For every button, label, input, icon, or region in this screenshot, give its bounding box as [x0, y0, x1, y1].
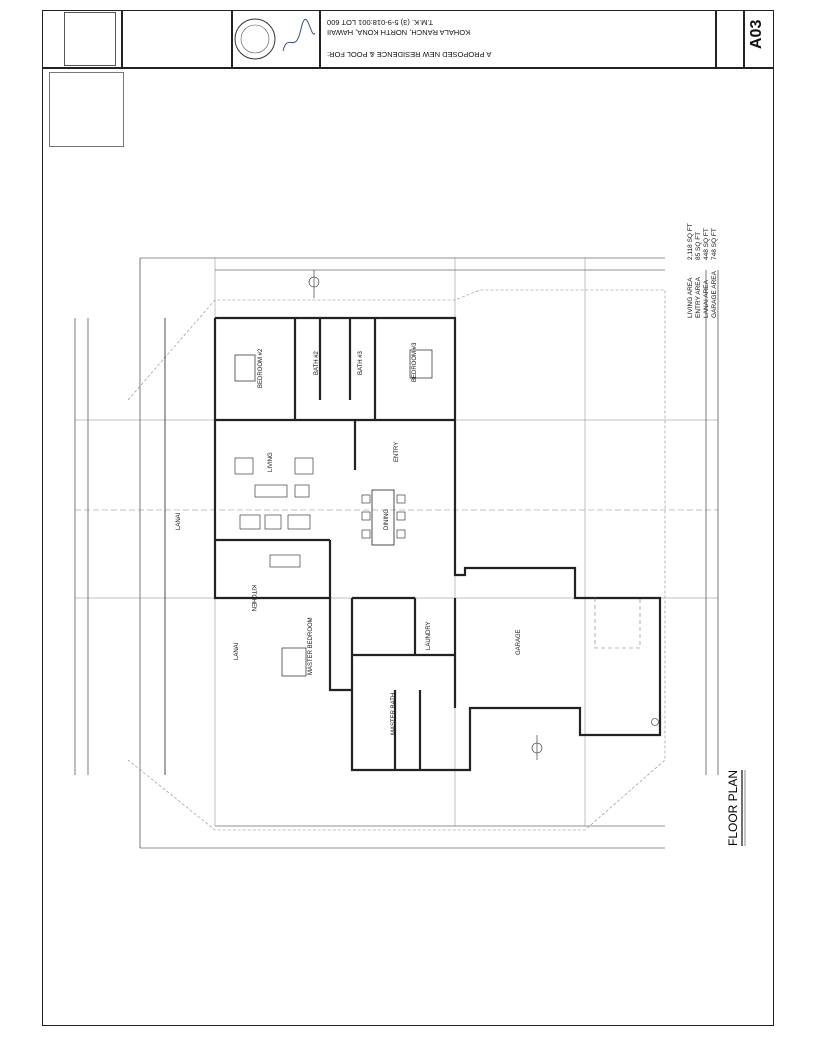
- room-label-bath3: BATH #3: [358, 350, 364, 375]
- area-label-entry: ENTRY AREA: [695, 276, 702, 318]
- area-value-lanai: 448 SQ FT: [703, 228, 710, 260]
- key-plan-box: [49, 72, 124, 147]
- sheet-number-block: A03: [744, 10, 774, 68]
- drawing-info-block: [716, 10, 744, 68]
- room-label-bedroom2: BEDROOM #2: [258, 348, 264, 388]
- drawing-title: FLOOR PLAN: [726, 770, 740, 846]
- area-label-living: LIVING AREA: [687, 277, 694, 318]
- architect-seal: [234, 18, 316, 60]
- title-block: A PROPOSED NEW RESIDENCE & POOL FOR: KOH…: [42, 10, 774, 68]
- revision-block: [42, 10, 122, 68]
- room-label-master-bedroom: MASTER BEDROOM: [308, 617, 314, 675]
- room-label-dining: DINING: [384, 509, 390, 530]
- room-label-garage: GARAGE: [516, 629, 522, 655]
- area-value-garage: 748 SQ FT: [711, 228, 718, 260]
- area-label-garage: GARAGE AREA: [711, 270, 718, 318]
- sheet-border: [42, 68, 774, 1026]
- room-label-lanai-bottom: LANAI: [234, 642, 240, 660]
- room-label-laundry: LAUNDRY: [426, 621, 432, 650]
- room-label-lanai-top: LANAI: [176, 512, 182, 530]
- consultant-block: [122, 10, 232, 68]
- drawing-title-group: FLOOR PLAN: [726, 770, 746, 846]
- room-label-bedroom3: BEDROOM #3: [412, 342, 418, 382]
- room-label-entry: ENTRY: [394, 442, 400, 462]
- room-label-kitchen: KITCHEN: [250, 585, 256, 611]
- room-label-master-bath: MASTER BATH: [391, 693, 397, 735]
- area-value-entry: 85 SQ FT: [695, 232, 702, 260]
- area-value-living: 2,118 SQ FT: [687, 223, 694, 260]
- room-label-living: LIVING: [268, 452, 274, 472]
- project-info-block: A PROPOSED NEW RESIDENCE & POOL FOR: KOH…: [320, 10, 716, 68]
- architect-seal-block: [232, 10, 320, 68]
- revision-grid: [64, 12, 116, 66]
- area-table: LIVING AREA 2,118 SQ FT ENTRY AREA 85 SQ…: [687, 223, 718, 318]
- room-label-bath2: BATH #2: [314, 350, 320, 375]
- area-label-lanai: LANAI AREA: [703, 279, 710, 318]
